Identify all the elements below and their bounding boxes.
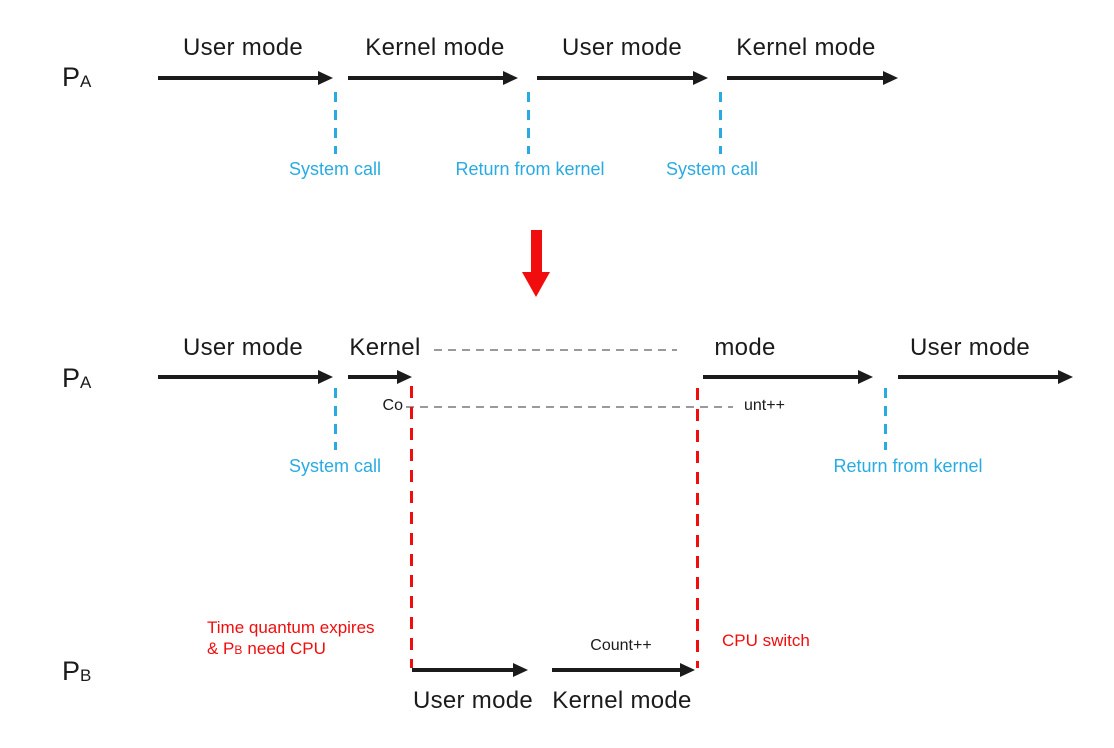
process-letter: P (62, 656, 81, 686)
event-label: Return from kernel (455, 159, 605, 179)
segment-label: mode (714, 334, 776, 361)
segment-label: Kernel mode (552, 687, 692, 714)
process-subscript: B (80, 666, 92, 685)
event-dashed-line (527, 92, 530, 154)
event-dashed-line (334, 92, 337, 154)
count-left-fragment: Co (382, 397, 403, 414)
timeline-arrow (158, 76, 318, 80)
timeline-arrow (537, 76, 693, 80)
context-switch-dashed-line (410, 386, 413, 668)
process-a-label-bottom: PA (62, 363, 91, 394)
count-right-fragment: unt++ (744, 397, 785, 414)
segment-label: Kernel mode (365, 34, 505, 61)
segment-label: User mode (909, 334, 1031, 361)
event-label: System call (288, 159, 382, 179)
segment-label: Kernel mode (736, 34, 876, 61)
process-letter: P (62, 363, 81, 393)
interrupted-count-dashed-line (406, 406, 733, 408)
event-label: System call (288, 456, 382, 476)
timeline-arrow (348, 375, 397, 379)
process-b-label: PB (62, 656, 91, 687)
red-down-arrow-head (522, 272, 550, 297)
annotation-line-1: Time quantum expires (207, 618, 375, 637)
process-subscript: A (80, 72, 92, 91)
segment-label: User mode (412, 687, 534, 714)
timeline-arrow (898, 375, 1058, 379)
segment-label: User mode (561, 34, 683, 61)
event-label: Return from kernel (833, 456, 983, 476)
process-subscript: A (80, 373, 92, 392)
annotation-prefix: & P (207, 639, 235, 658)
timeline-arrow (727, 76, 883, 80)
event-dashed-line (719, 92, 722, 154)
process-letter: P (62, 62, 81, 92)
event-label: System call (665, 159, 759, 179)
suspended-segment-dashed-line (434, 349, 677, 351)
cpu-switch-annotation: CPU switch (722, 631, 810, 650)
segment-label: User mode (182, 334, 304, 361)
segment-label: Kernel (349, 334, 421, 361)
event-dashed-line (884, 388, 887, 450)
timeline-arrow (552, 668, 680, 672)
context-switch-dashed-line (696, 388, 699, 668)
red-down-arrow (531, 230, 542, 273)
event-dashed-line (334, 388, 337, 450)
timeline-arrow (158, 375, 318, 379)
count-label: Count++ (590, 637, 652, 654)
timeline-arrow (412, 668, 513, 672)
annotation-suffix: need CPU (247, 639, 326, 658)
timeline-arrow (348, 76, 503, 80)
timeline-arrow (703, 375, 858, 379)
segment-label: User mode (182, 34, 304, 61)
process-subscript: B (234, 643, 243, 657)
process-a-label-top: PA (62, 62, 91, 93)
